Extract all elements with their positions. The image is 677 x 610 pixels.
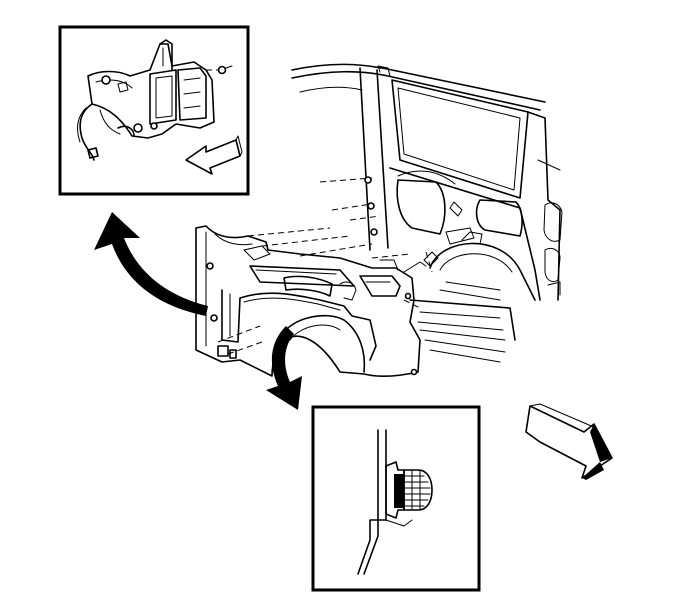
inset-frame: [58, 25, 250, 196]
front-direction-arrow-icon: [525, 403, 613, 480]
detail-inset-bottom: [311, 405, 481, 592]
curved-arrow-icon: [266, 326, 302, 410]
curved-arrow-icon: [94, 212, 208, 316]
detail-inset-top-left: [58, 25, 250, 196]
direction-arrow-icon: [185, 139, 241, 175]
vehicle-interior-rear-quarter: [195, 63, 563, 377]
